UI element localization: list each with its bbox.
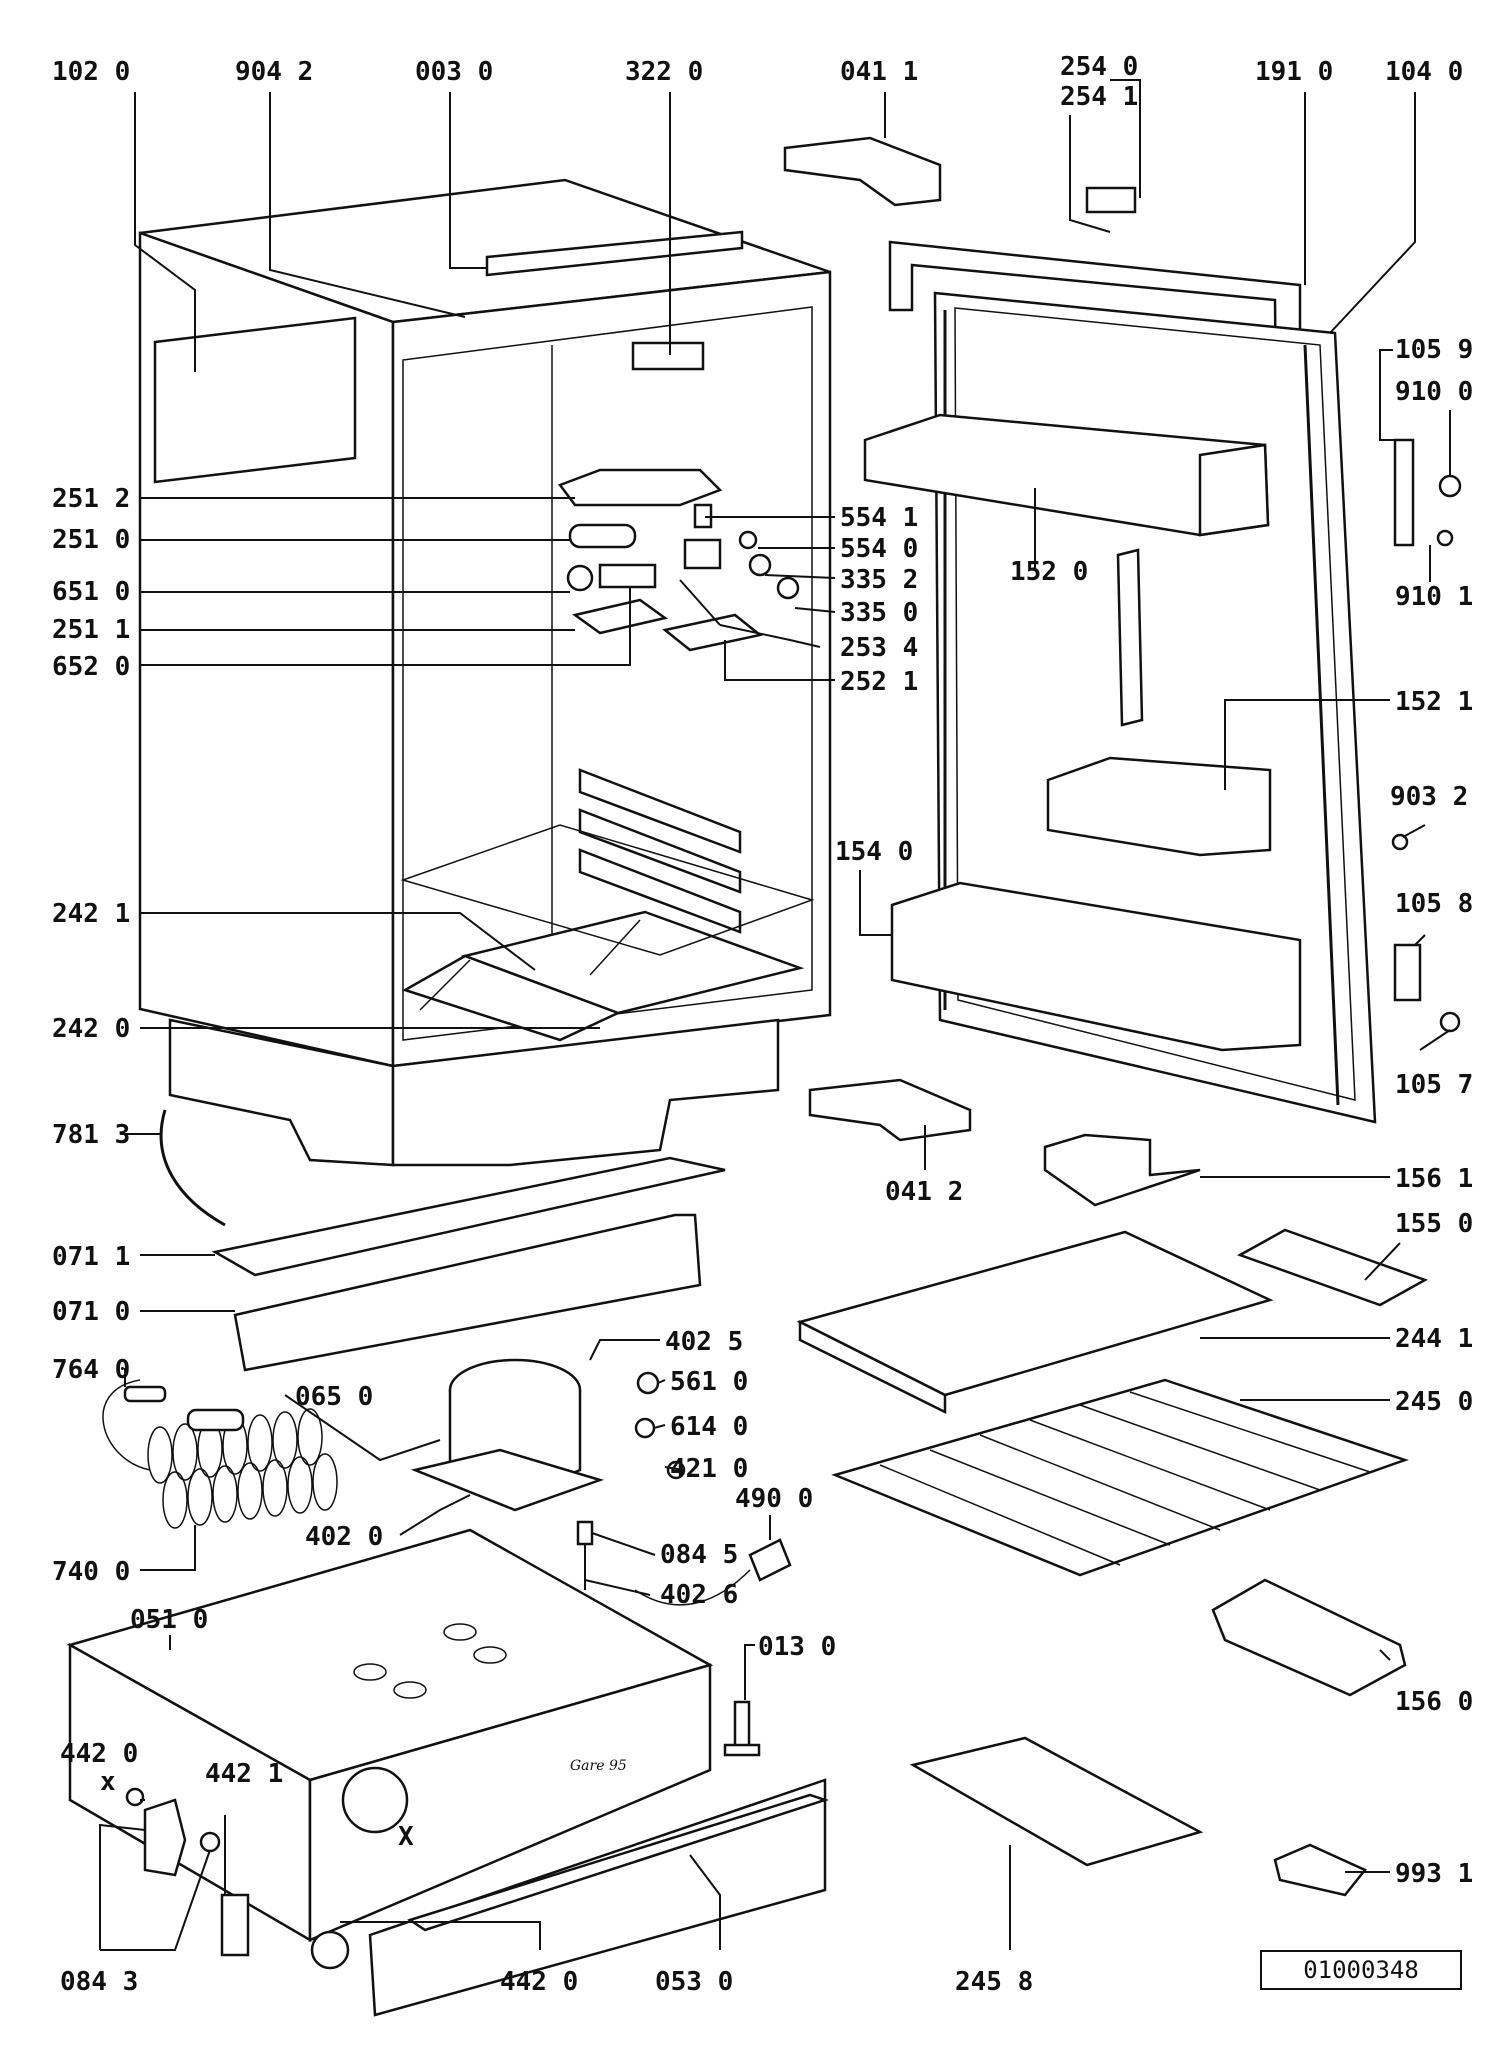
label-561-0: 561 0 [670,1367,748,1397]
label-245-0: 245 0 [1395,1387,1473,1417]
label-253-4: 253 4 [840,633,918,663]
label-251-2: 251 2 [52,484,130,514]
stamp-text: Gare 95 [570,1758,627,1774]
label-614-0: 614 0 [670,1412,748,1442]
part-labels: 102 0 904 2 003 0 322 0 041 1 254 0 254 … [52,52,1473,1997]
lower-assembly [66,1109,829,2017]
label-084-3: 084 3 [60,1967,138,1997]
label-244-1: 244 1 [1395,1324,1473,1354]
shelves-accessories [796,1133,1429,1897]
label-910-0: 910 0 [1395,377,1473,407]
leader-lines [99,79,1451,1951]
label-781-3: 781 3 [52,1120,130,1150]
door [783,136,1462,1142]
label-651-0: 651 0 [52,577,130,607]
label-442-1: 442 1 [205,1759,283,1789]
label-442-0-bottom: 442 0 [500,1967,578,1997]
label-105-9: 105 9 [1395,335,1473,365]
label-191-0: 191 0 [1255,57,1333,87]
label-402-0: 402 0 [305,1522,383,1552]
label-152-0: 152 0 [1010,557,1088,587]
label-041-1: 041 1 [840,57,918,87]
label-904-2: 904 2 [235,57,313,87]
label-421-0: 421 0 [670,1454,748,1484]
label-242-1: 242 1 [52,899,130,929]
label-402-5: 402 5 [665,1327,743,1357]
drawing-code: 01000348 [1303,1956,1419,1984]
label-740-0: 740 0 [52,1557,130,1587]
label-104-0: 104 0 [1385,57,1463,87]
label-554-0: 554 0 [840,534,918,564]
cabinet-body [138,178,832,1167]
label-105-8: 105 8 [1395,889,1473,919]
label-245-8: 245 8 [955,1967,1033,1997]
label-071-0: 071 0 [52,1297,130,1327]
label-254-0: 254 0 [1060,52,1138,82]
label-242-0: 242 0 [52,1014,130,1044]
label-013-0: 013 0 [758,1632,836,1662]
label-652-0: 652 0 [52,652,130,682]
condenser-coil [147,1408,338,1529]
label-252-1: 252 1 [840,667,918,697]
label-322-0: 322 0 [625,57,703,87]
label-156-1: 156 1 [1395,1164,1473,1194]
label-003-0: 003 0 [415,57,493,87]
label-402-6: 402 6 [660,1580,738,1610]
label-442-0-top: 442 0 [60,1739,138,1769]
drawing-code-box: 01000348 [1260,1950,1462,1990]
label-993-1: 993 1 [1395,1859,1473,1889]
label-065-0: 065 0 [295,1382,373,1412]
label-071-1: 071 1 [52,1242,130,1272]
marker-x-tray: X [398,1822,414,1852]
label-105-7: 105 7 [1395,1070,1473,1100]
label-335-0: 335 0 [840,598,918,628]
label-910-1: 910 1 [1395,582,1473,612]
label-903-2: 903 2 [1390,782,1468,812]
label-335-2: 335 2 [840,565,918,595]
light-assembly [557,468,800,652]
label-041-2: 041 2 [885,1177,963,1207]
label-254-1: 254 1 [1060,82,1138,112]
label-155-0: 155 0 [1395,1209,1473,1239]
label-053-0: 053 0 [655,1967,733,1997]
label-490-0: 490 0 [735,1484,813,1514]
label-554-1: 554 1 [840,503,918,533]
marker-x-left: x [100,1767,116,1797]
label-251-0: 251 0 [52,525,130,555]
label-764-0: 764 0 [52,1355,130,1385]
label-102-0: 102 0 [52,57,130,87]
label-154-0: 154 0 [835,837,913,867]
label-251-1: 251 1 [52,615,130,645]
label-152-1: 152 1 [1395,687,1473,717]
label-084-5: 084 5 [660,1540,738,1570]
label-156-0: 156 0 [1395,1687,1473,1717]
label-051-0: 051 0 [130,1605,208,1635]
